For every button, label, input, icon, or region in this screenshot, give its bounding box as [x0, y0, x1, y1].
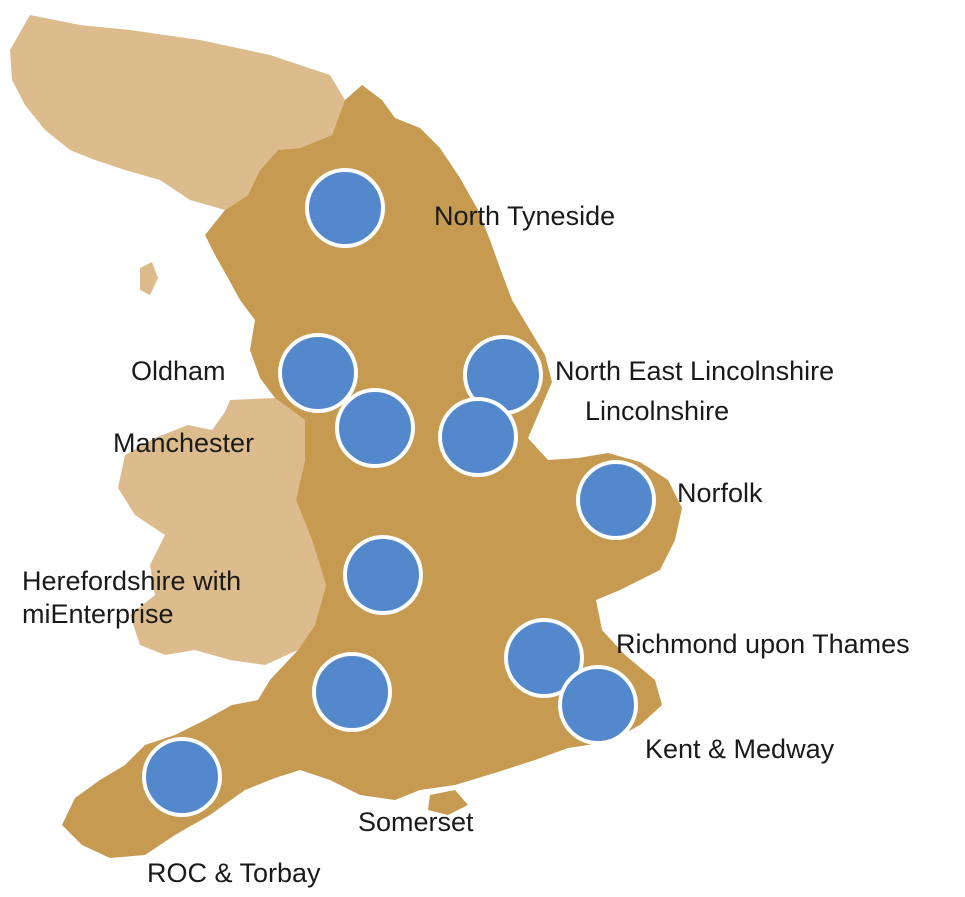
wales-landmass — [118, 398, 326, 665]
marker-roc-torbay[interactable] — [142, 737, 222, 817]
label-norfolk: Norfolk — [677, 478, 763, 508]
label-oldham: Oldham — [131, 356, 226, 386]
marker-norfolk[interactable] — [576, 460, 656, 540]
marker-lincolnshire[interactable] — [438, 397, 518, 477]
marker-layer — [142, 168, 656, 817]
scotland-landmass — [10, 15, 345, 210]
marker-kent-medway[interactable] — [558, 665, 638, 745]
marker-richmond[interactable] — [504, 618, 584, 698]
marker-herefordshire[interactable] — [343, 535, 423, 615]
label-somerset: Somerset — [358, 807, 474, 837]
marker-oldham[interactable] — [278, 333, 358, 413]
label-lincolnshire: Lincolnshire — [585, 396, 730, 426]
marker-manchester[interactable] — [335, 388, 415, 468]
label-roc-torbay: ROC & Torbay — [147, 858, 321, 888]
label-kent-medway: Kent & Medway — [645, 734, 835, 764]
marker-somerset[interactable] — [312, 652, 392, 732]
label-manchester: Manchester — [113, 428, 255, 458]
label-richmond: Richmond upon Thames — [616, 629, 910, 659]
isle-of-wight — [428, 790, 468, 815]
marker-north-tyneside[interactable] — [305, 168, 385, 248]
label-herefordshire: Herefordshire with miEnterprise — [22, 566, 242, 629]
isle-of-man — [140, 262, 158, 295]
label-north-tyneside: North Tyneside — [434, 201, 616, 231]
label-north-east-lincolnshire: North East Lincolnshire — [555, 356, 835, 386]
